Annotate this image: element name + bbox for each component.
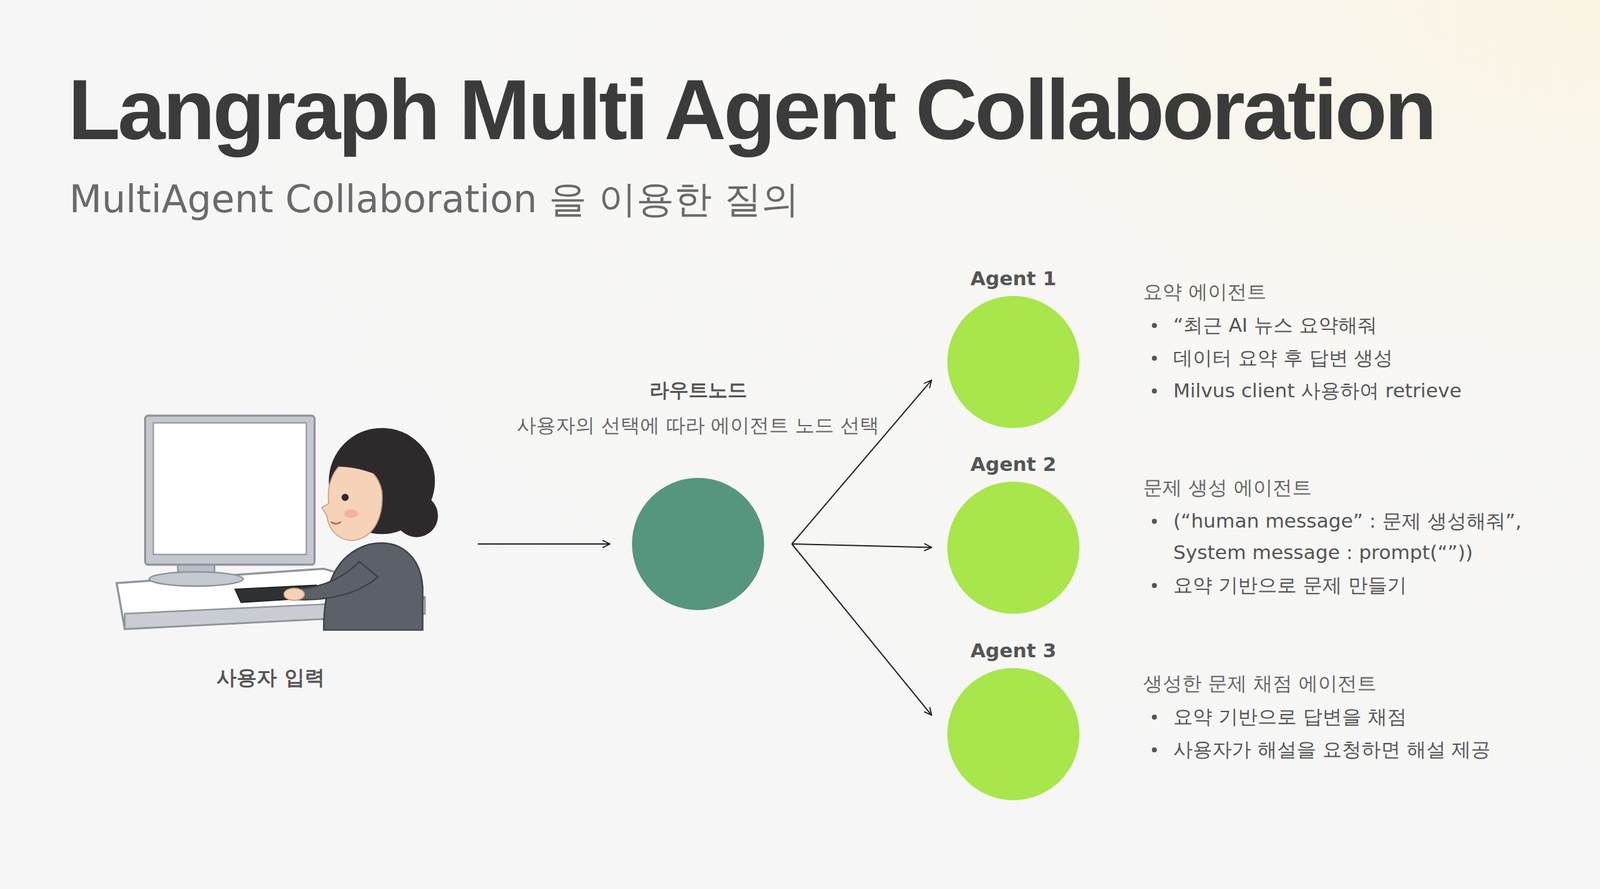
- node-heading-group: Agent 1: [970, 266, 1057, 290]
- node-circle-shape: [947, 481, 1080, 614]
- agent-description: 문제 생성 에이전트 (“human message” : 문제 생성해줘”, S…: [1143, 472, 1559, 602]
- node-circle-shape: [631, 477, 765, 610]
- monitor-screen: [153, 422, 307, 555]
- user-illustration: [116, 415, 439, 630]
- face: [321, 463, 383, 541]
- bullet-dot: [1151, 582, 1157, 588]
- mouth: [331, 521, 342, 524]
- node-heading-group: Agent 2: [970, 452, 1057, 476]
- arm: [296, 561, 379, 600]
- page-subtitle: MultiAgent Collaboration 을 이용한 질의: [69, 176, 800, 222]
- bullet-item: 요약 기반으로 답변을 채점: [1143, 700, 1559, 733]
- bullet-item: 요약 기반으로 문제 만들기: [1143, 569, 1559, 601]
- bullet-text: 데이터 요약 후 답변 생성: [1173, 346, 1393, 369]
- agent-label: Agent 2: [970, 452, 1057, 476]
- bullet-text: 요약 기반으로 문제 만들기: [1173, 573, 1407, 597]
- fringe: [339, 455, 399, 486]
- node-heading-group: 라우트노드사용자의 선택에 따라 에이전트 노드 선택: [516, 377, 880, 439]
- agent-role: 요약 에이전트: [1143, 276, 1559, 307]
- eye: [341, 493, 349, 501]
- bullet-dot: [1151, 322, 1157, 328]
- node-circle-shape: [947, 295, 1080, 429]
- agent-node: Agent 1요약 에이전트“최근 AI 뉴스 요약해줘데이터 요약 후 답변 …: [947, 295, 1080, 429]
- node-circle: [947, 295, 1080, 429]
- node-circle-shape: [947, 667, 1080, 800]
- agent-role: 문제 생성 에이전트: [1143, 472, 1559, 503]
- agent-node: Agent 3생성한 문제 채점 에이전트요약 기반으로 답변을 채점사용자가 …: [947, 667, 1080, 800]
- monitor-base: [149, 571, 243, 586]
- arrow-connector: [791, 380, 932, 544]
- route-node: 라우트노드사용자의 선택에 따라 에이전트 노드 선택: [631, 477, 765, 610]
- bullet-item: (“human message” : 문제 생성해줘”, System mess…: [1143, 504, 1559, 568]
- agent-label: Agent 1: [970, 266, 1057, 290]
- bullet-dot: [1151, 714, 1157, 720]
- hand: [283, 587, 305, 600]
- bullet-dot: [1151, 518, 1157, 524]
- arrow-connector: [791, 543, 932, 716]
- bullet-dot: [1151, 747, 1157, 753]
- bullet-text: Milvus client 사용하여 retrieve: [1173, 378, 1462, 402]
- bullet-item: “최근 AI 뉴스 요약해줘: [1143, 309, 1559, 341]
- bullet-text: 요약 기반으로 답변을 채점: [1173, 704, 1407, 728]
- bullet-item: 사용자가 해설을 요청하면 해설 제공: [1143, 733, 1559, 765]
- agent-description: 생성한 문제 채점 에이전트요약 기반으로 답변을 채점사용자가 해설을 요청하…: [1143, 668, 1559, 767]
- cheek: [344, 509, 359, 518]
- bullet-text: “최근 AI 뉴스 요약해줘: [1173, 313, 1378, 337]
- bullet-text: 사용자가 해설을 요청하면 해설 제공: [1173, 737, 1491, 761]
- page-title: Langraph Multi Agent Collaboration: [67, 62, 1435, 158]
- agent-node: Agent 2문제 생성 에이전트(“human message” : 문제 생…: [947, 481, 1080, 614]
- node-heading-group: Agent 3: [970, 638, 1057, 662]
- node-title: 라우트노드: [516, 377, 880, 404]
- agent-role: 생성한 문제 채점 에이전트: [1143, 668, 1559, 699]
- bullet-item: 데이터 요약 후 답변 생성: [1143, 341, 1559, 374]
- node-circle: [631, 477, 765, 610]
- node-circle: [947, 481, 1080, 614]
- arrow-connector: [477, 543, 610, 545]
- bullet-text: (“human message” : 문제 생성해줘”, System mess…: [1173, 509, 1522, 564]
- agent-description: 요약 에이전트 “최근 AI 뉴스 요약해줘데이터 요약 후 답변 생성 Milvu…: [1143, 276, 1559, 408]
- bullet-item: Milvus client 사용하여 retrieve: [1143, 374, 1559, 406]
- agent-label: Agent 3: [970, 638, 1057, 662]
- user-node: 사용자 입력: [114, 413, 427, 692]
- node-circle: [947, 667, 1080, 800]
- monitor-frame: [145, 415, 315, 565]
- arrow-connector: [791, 543, 932, 547]
- bullet-dot: [1151, 355, 1157, 361]
- bullet-dot: [1151, 388, 1157, 394]
- user-label: 사용자 입력: [114, 664, 427, 692]
- node-description: 사용자의 선택에 따라 에이전트 노드 선택: [516, 412, 880, 439]
